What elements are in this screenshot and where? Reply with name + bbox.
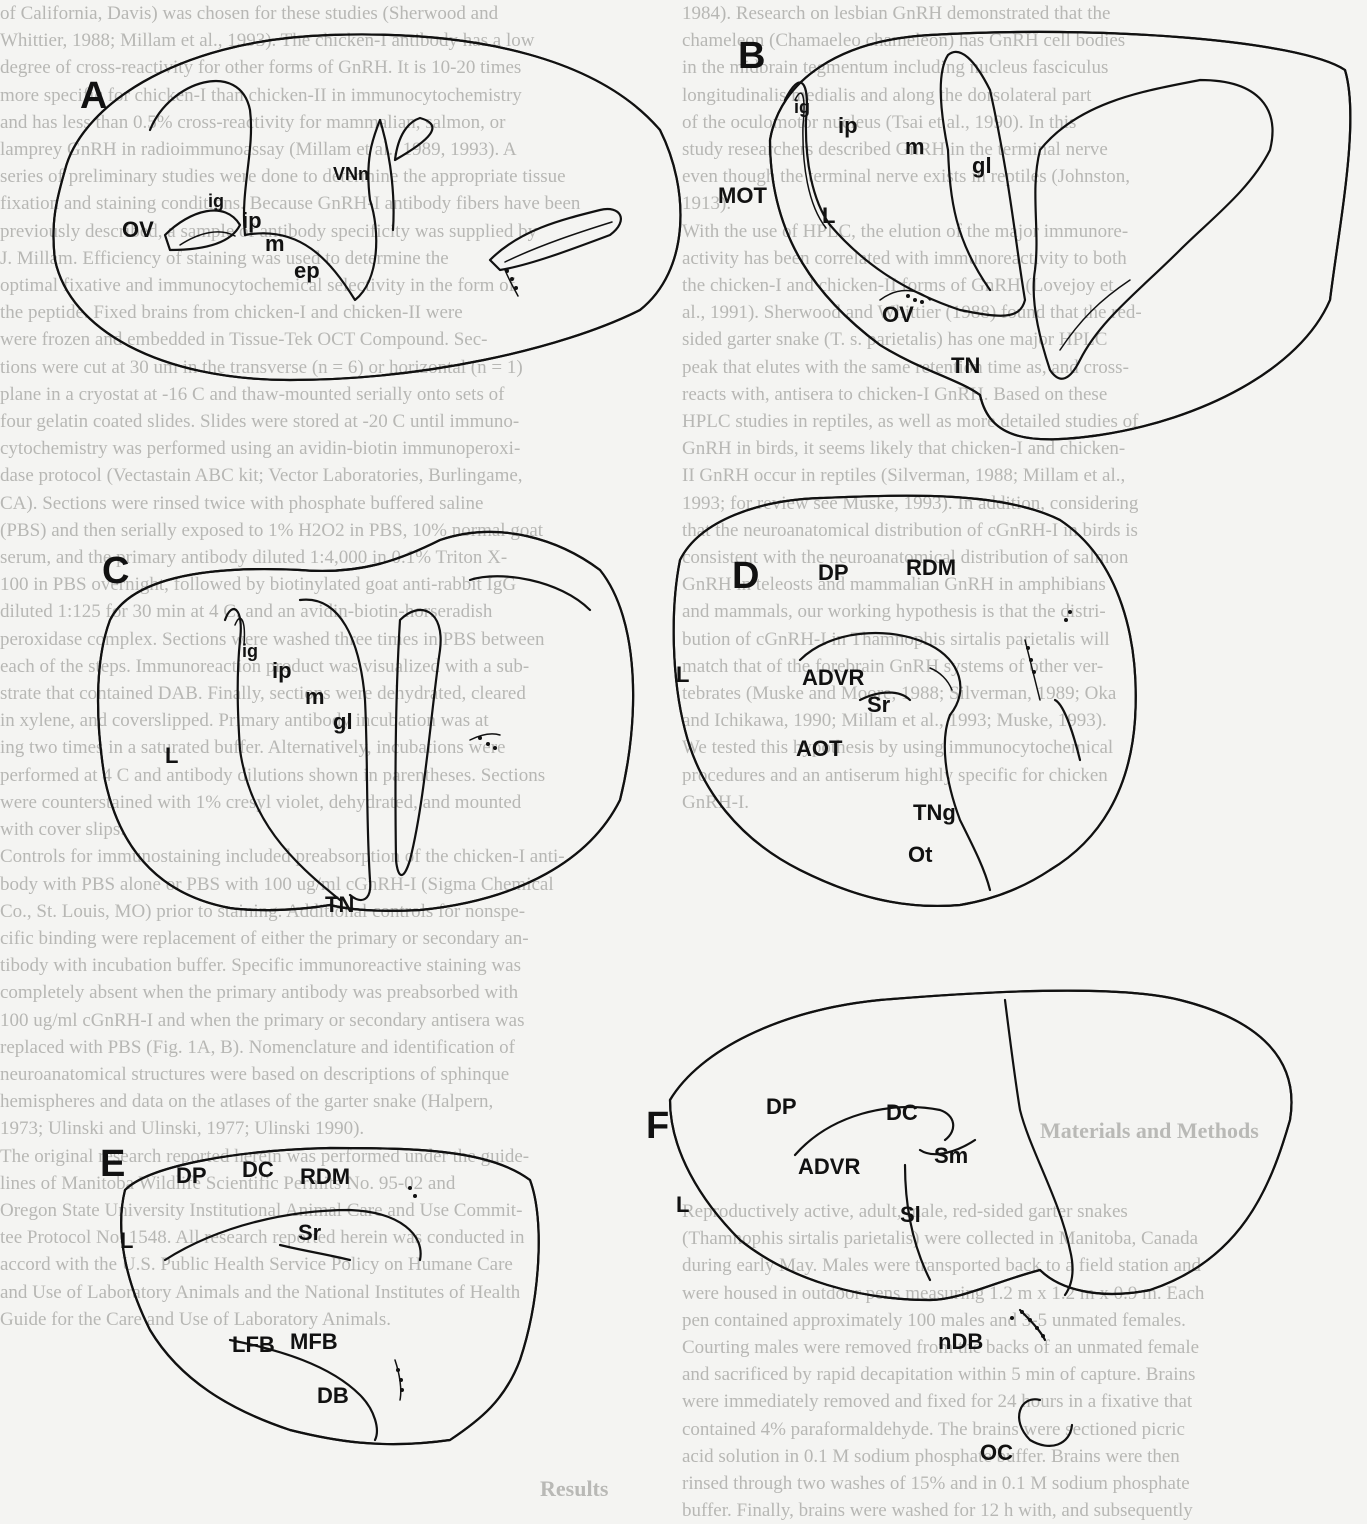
panel-E: E DP DC RDM L Sr LFB MFB DB xyxy=(100,1143,539,1444)
region-label-L: L xyxy=(676,1192,689,1217)
region-label-ep: ep xyxy=(294,258,320,283)
region-label-gl: gl xyxy=(333,709,353,734)
region-label-ig: ig xyxy=(208,191,224,211)
region-label-gl: gl xyxy=(972,153,992,178)
panel-label-D: D xyxy=(732,555,759,597)
region-label-RDM: RDM xyxy=(300,1164,350,1189)
region-label-m: m xyxy=(265,231,285,256)
region-label-ADVR: ADVR xyxy=(802,665,864,690)
region-label-L: L xyxy=(165,743,178,768)
panel-D: D DP RDM L ADVR Sr AOT TNg Ot xyxy=(674,496,1136,906)
region-label-MFB: MFB xyxy=(290,1329,338,1354)
region-label-ig: ig xyxy=(794,97,810,117)
region-label-TNg: TNg xyxy=(913,800,956,825)
region-label-ip: ip xyxy=(272,658,292,683)
region-label-L: L xyxy=(822,203,835,228)
region-label-VNn: VNn xyxy=(333,164,369,184)
region-label-AOT: AOT xyxy=(796,736,843,761)
region-label-m: m xyxy=(305,684,325,709)
region-label-DP: DP xyxy=(176,1163,207,1188)
region-label-MOT: MOT xyxy=(718,183,767,208)
region-label-Sm: Sm xyxy=(934,1143,968,1168)
region-label-TN: TN xyxy=(325,892,354,917)
region-label-ip: ip xyxy=(242,208,262,233)
panel-B: B ig ip m gl MOT L OV TN xyxy=(718,32,1350,439)
region-label-nDB: nDB xyxy=(938,1329,983,1354)
panel-label-C: C xyxy=(102,550,129,592)
region-label-RDM: RDM xyxy=(906,555,956,580)
panel-F: F DP DC ADVR Sm L Sl nDB OC xyxy=(646,991,1292,1465)
panel-label-B: B xyxy=(738,35,765,77)
region-label-ip: ip xyxy=(838,113,858,138)
region-label-Sr: Sr xyxy=(867,692,891,717)
region-label-Sl: Sl xyxy=(900,1202,921,1227)
region-label-OV: OV xyxy=(882,302,914,327)
region-label-OC: OC xyxy=(980,1440,1013,1465)
region-label-TN: TN xyxy=(951,353,980,378)
region-label-LFB: LFB xyxy=(232,1332,275,1357)
panel-label-F: F xyxy=(646,1105,669,1147)
region-label-DC: DC xyxy=(242,1157,274,1182)
region-label-DP: DP xyxy=(766,1094,797,1119)
region-label-DB: DB xyxy=(317,1383,349,1408)
region-label-ADVR: ADVR xyxy=(798,1154,860,1179)
panel-label-A: A xyxy=(80,75,107,117)
panel-A: A ig OV ip m ep VNn xyxy=(53,34,680,380)
region-label-DP: DP xyxy=(818,560,849,585)
region-label-Ot: Ot xyxy=(908,842,933,867)
region-label-Sr: Sr xyxy=(298,1220,322,1245)
region-label-OV: OV xyxy=(122,217,154,242)
panel-label-E: E xyxy=(100,1143,125,1185)
region-label-DC: DC xyxy=(886,1100,918,1125)
region-label-ig: ig xyxy=(242,641,258,661)
region-label-L: L xyxy=(120,1228,133,1253)
region-label-L: L xyxy=(676,662,689,687)
region-label-m: m xyxy=(905,134,925,159)
panel-C: C ig ip m gl L TN xyxy=(98,532,633,917)
